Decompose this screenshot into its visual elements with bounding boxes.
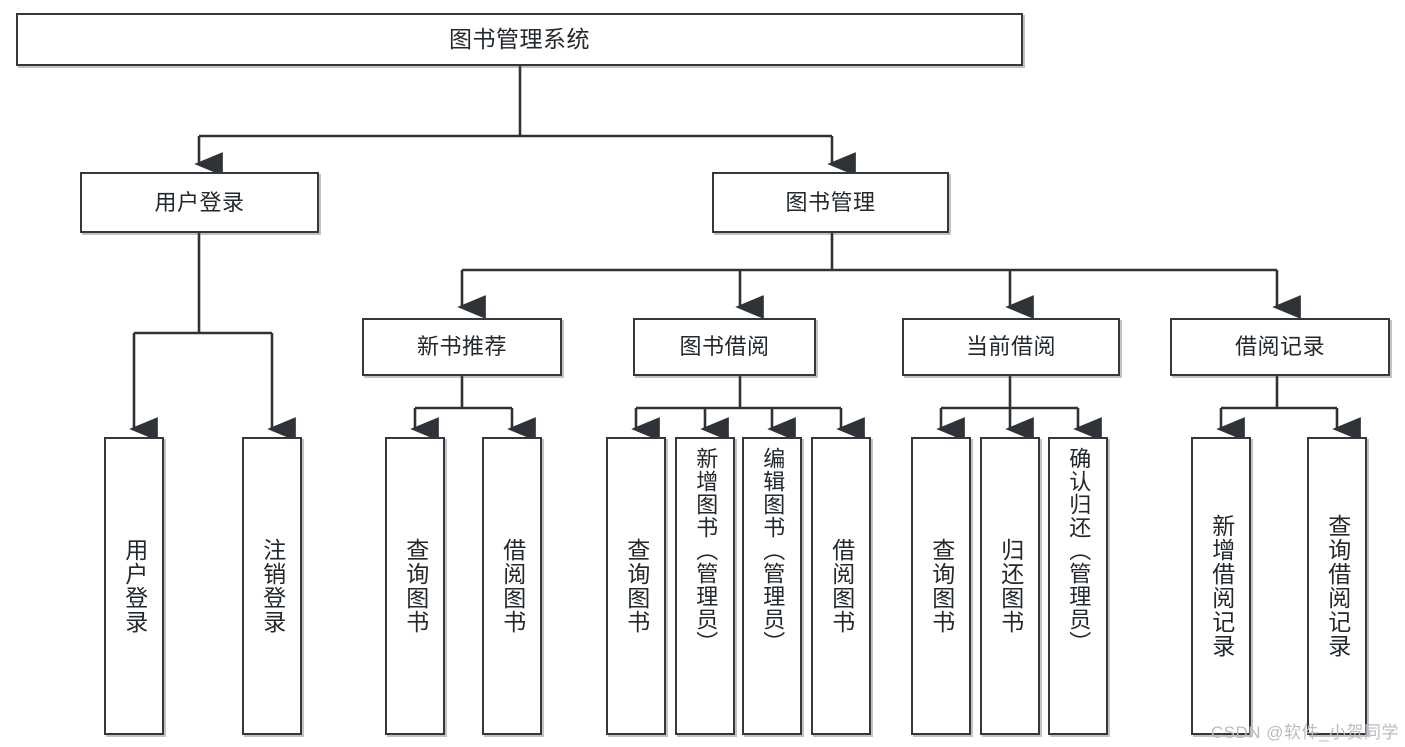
leaf-user-logout[interactable]: 注销登录 (242, 437, 302, 735)
node-label: 查询借阅记录 (1324, 514, 1351, 658)
node-label: 借阅图书 (499, 538, 526, 634)
node-label: 借阅记录 (1234, 334, 1325, 360)
node-label: 图书管理系统 (449, 25, 590, 52)
node-label: 用户登录 (121, 538, 148, 634)
node-label: 新书推荐 (416, 334, 507, 360)
node-label: 编辑图书（管理员） (760, 447, 786, 654)
node-book-borrow[interactable]: 图书借阅 (633, 318, 816, 376)
node-label: 借阅图书 (828, 538, 855, 634)
node-label: 图书管理 (785, 189, 876, 215)
leaf-record-add-borrow-record[interactable]: 新增借阅记录 (1191, 437, 1251, 735)
node-label: 图书借阅 (679, 334, 770, 360)
node-label: 查询图书 (623, 538, 650, 634)
node-label: 查询图书 (402, 538, 429, 634)
node-label: 当前借阅 (965, 334, 1056, 360)
leaf-borrow-borrow-book[interactable]: 借阅图书 (811, 437, 871, 735)
watermark-text: CSDN @软件_小贺同学 (1210, 723, 1399, 742)
leaf-record-query-borrow-record[interactable]: 查询借阅记录 (1307, 437, 1367, 735)
node-new-book-recommend[interactable]: 新书推荐 (362, 318, 562, 376)
leaf-current-return-book[interactable]: 归还图书 (980, 437, 1040, 735)
leaf-user-login[interactable]: 用户登录 (104, 437, 164, 735)
node-label: 注销登录 (259, 538, 286, 634)
leaf-borrow-add-book-admin[interactable]: 新增图书（管理员） (675, 437, 735, 735)
node-user-login[interactable]: 用户登录 (80, 172, 319, 233)
leaf-borrow-query-book[interactable]: 查询图书 (606, 437, 666, 735)
node-borrow-record[interactable]: 借阅记录 (1170, 318, 1390, 376)
leaf-recommend-query-book[interactable]: 查询图书 (385, 437, 445, 735)
node-label: 归还图书 (997, 538, 1024, 634)
leaf-current-confirm-return-admin[interactable]: 确认归还（管理员） (1048, 437, 1108, 735)
node-book-management[interactable]: 图书管理 (712, 172, 949, 233)
node-label: 查询图书 (928, 538, 955, 634)
leaf-recommend-borrow-book[interactable]: 借阅图书 (482, 437, 542, 735)
leaf-current-query-book[interactable]: 查询图书 (911, 437, 971, 735)
node-label: 新增图书（管理员） (693, 447, 719, 654)
node-current-borrow[interactable]: 当前借阅 (902, 318, 1120, 376)
leaf-borrow-edit-book-admin[interactable]: 编辑图书（管理员） (742, 437, 802, 735)
node-root-book-management-system[interactable]: 图书管理系统 (16, 13, 1023, 66)
node-label: 确认归还（管理员） (1066, 447, 1092, 654)
node-label: 用户登录 (154, 189, 245, 215)
node-label: 新增借阅记录 (1208, 514, 1235, 658)
